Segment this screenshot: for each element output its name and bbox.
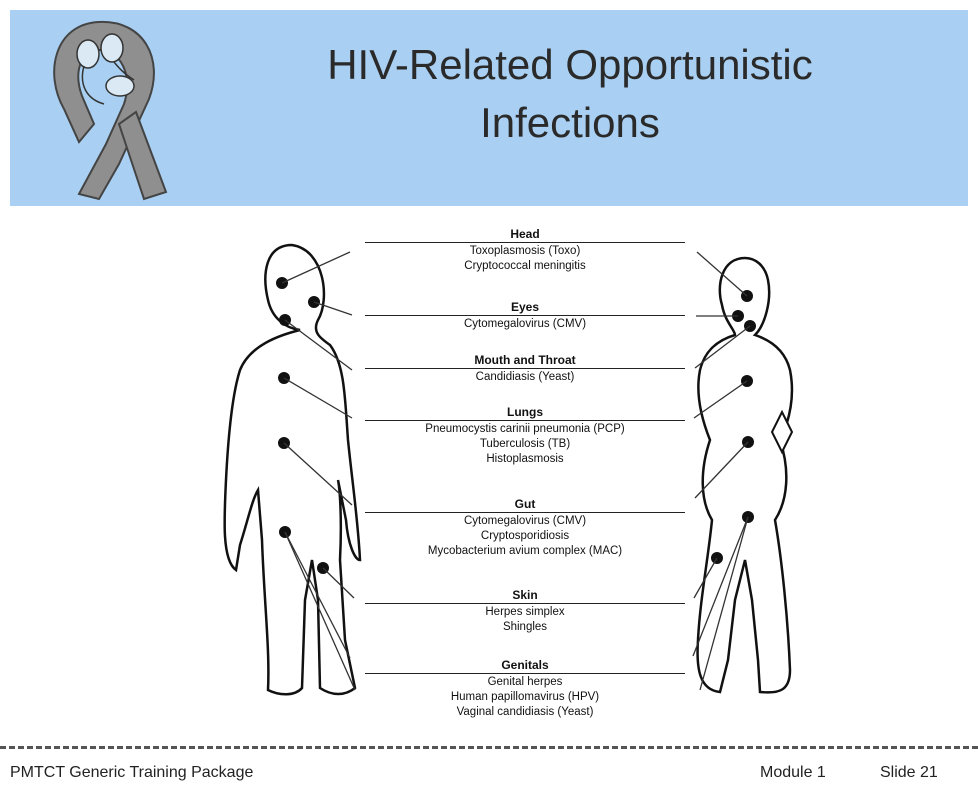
- footer-divider: [0, 746, 978, 749]
- region-skin-title: Skin: [365, 588, 685, 604]
- slide-title: HIV-Related Opportunistic Infections: [240, 36, 900, 152]
- region-genitals-title: Genitals: [365, 658, 685, 674]
- infection-item: Candidiasis (Yeast): [475, 371, 575, 383]
- footer-slide-number: Slide 21: [880, 764, 938, 781]
- region-eyes-title: Eyes: [365, 300, 685, 316]
- region-head: Head Toxoplasmosis (Toxo) Cryptococcal m…: [365, 227, 685, 274]
- region-lungs: Lungs Pneumocystis carinii pneumonia (PC…: [365, 405, 685, 467]
- infection-item: Pneumocystis carinii pneumonia (PCP): [425, 423, 625, 435]
- region-gut: Gut Cytomegalovirus (CMV) Cryptosporidio…: [365, 497, 685, 559]
- region-mouth-throat-title: Mouth and Throat: [365, 353, 685, 369]
- infection-item: Herpes simplex: [485, 606, 565, 618]
- title-line-1: HIV-Related Opportunistic: [327, 41, 813, 88]
- footer-module: Module 1: [760, 764, 826, 781]
- female-body-outline: [696, 256, 794, 694]
- footer-package-name: PMTCT Generic Training Package: [10, 764, 254, 781]
- region-gut-title: Gut: [365, 497, 685, 513]
- male-body-outline: [223, 243, 362, 696]
- infection-item: Shingles: [502, 621, 548, 633]
- region-genitals: Genitals Genital herpes Human papillomav…: [365, 658, 685, 720]
- infection-item: Histoplasmosis: [486, 453, 564, 465]
- infection-item: Mycobacterium avium complex (MAC): [427, 545, 623, 557]
- infection-item: Tuberculosis (TB): [479, 438, 571, 450]
- region-head-title: Head: [365, 227, 685, 243]
- infection-item: Cytomegalovirus (CMV): [463, 515, 587, 527]
- infection-item: Vaginal candidiasis (Yeast): [456, 706, 594, 718]
- region-lungs-title: Lungs: [365, 405, 685, 421]
- infection-item: Toxoplasmosis (Toxo): [469, 245, 581, 257]
- infection-item: Cryptosporidiosis: [480, 530, 570, 542]
- infection-item: Cytomegalovirus (CMV): [463, 318, 587, 330]
- infection-item: Genital herpes: [487, 676, 563, 688]
- title-line-2: Infections: [480, 99, 660, 146]
- aids-ribbon-logo-icon: [53, 20, 168, 201]
- region-eyes: Eyes Cytomegalovirus (CMV): [365, 300, 685, 332]
- infection-item: Human papillomavirus (HPV): [450, 691, 600, 703]
- region-skin: Skin Herpes simplex Shingles: [365, 588, 685, 635]
- infection-item: Cryptococcal meningitis: [464, 260, 586, 272]
- slide-header: HIV-Related Opportunistic Infections: [10, 10, 968, 206]
- region-mouth-throat: Mouth and Throat Candidiasis (Yeast): [365, 353, 685, 385]
